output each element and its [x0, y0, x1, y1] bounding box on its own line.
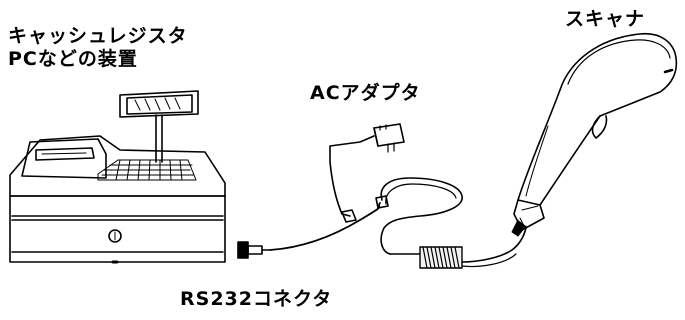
ac-adapter-label: ACアダプタ [310, 82, 421, 104]
rs232-cable [269, 202, 381, 251]
register-display [119, 90, 199, 163]
register-label-line1: キャッシュレジスタ [8, 25, 188, 47]
register-keypad [97, 159, 197, 181]
cable-junction [341, 177, 463, 255]
scanner-label: スキャナ [565, 8, 646, 30]
ac-adapter-icon [329, 123, 405, 217]
rs232-connector-label: RS232コネクタ [180, 288, 333, 310]
register-label-line2: PCなどの装置 [8, 48, 138, 70]
cash-register-icon [9, 90, 226, 264]
handheld-scanner-icon [511, 33, 678, 237]
coiled-cable [389, 227, 527, 269]
rs232-connector-icon [237, 241, 271, 259]
receipt-printer [21, 138, 107, 179]
